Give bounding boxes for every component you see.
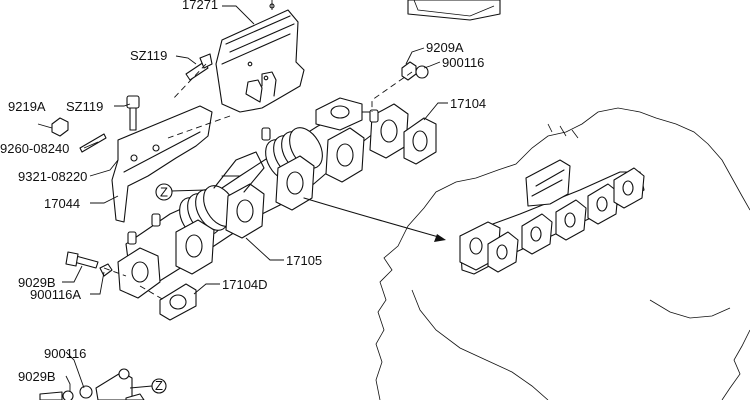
gasket-17104: [403, 117, 437, 165]
label-sz119-mid: SZ119: [66, 99, 103, 114]
callout-z-mid: Z: [155, 183, 207, 201]
installed-manifold: [459, 159, 645, 275]
label-17044: 17044: [44, 196, 80, 211]
nut-9209a: [401, 61, 429, 81]
exhaust-manifold: [117, 97, 409, 299]
label-17104: 17104: [450, 96, 486, 111]
label-9029b: 9029B: [18, 275, 56, 290]
label-17104d: 17104D: [222, 277, 268, 292]
svg-text:Z: Z: [155, 378, 163, 393]
bolt-sz119-mid: [126, 95, 140, 131]
label-900116-top: 900116: [442, 55, 484, 70]
engine-outline: [375, 107, 750, 400]
heat-shield-17271: [215, 0, 305, 113]
callout-z-bottom: Z: [129, 378, 167, 394]
label-9029b-bottom: 9029B: [18, 369, 56, 384]
label-900116-bottom: 900116: [44, 346, 86, 361]
label-9209a: 9209A: [426, 40, 464, 55]
bolt-9029b-bottom: [39, 368, 145, 400]
top-plate-part: [407, 0, 501, 21]
label-9260-08240: 9260-08240: [0, 141, 69, 156]
stud-9260-08240: [79, 133, 107, 153]
part-labels: 17271 SZ119 SZ119 9219A 9260-08240 9321-…: [0, 0, 486, 384]
label-sz119-top: SZ119: [130, 48, 167, 63]
label-9321-08220: 9321-08220: [18, 169, 87, 184]
bolt-9029b: [65, 251, 113, 277]
gasket-17104d: [159, 283, 197, 321]
bolt-sz119-top: [185, 53, 213, 81]
nut-9219a: [51, 117, 69, 137]
label-17271: 17271: [182, 0, 218, 12]
heat-shield-17044: [111, 105, 213, 223]
location-arrow: [303, 197, 446, 242]
label-17105: 17105: [286, 253, 322, 268]
svg-text:Z: Z: [160, 185, 168, 200]
label-900116a: 900116A: [30, 287, 81, 302]
leader-lines: [37, 5, 448, 392]
label-9219a: 9219A: [8, 99, 46, 114]
